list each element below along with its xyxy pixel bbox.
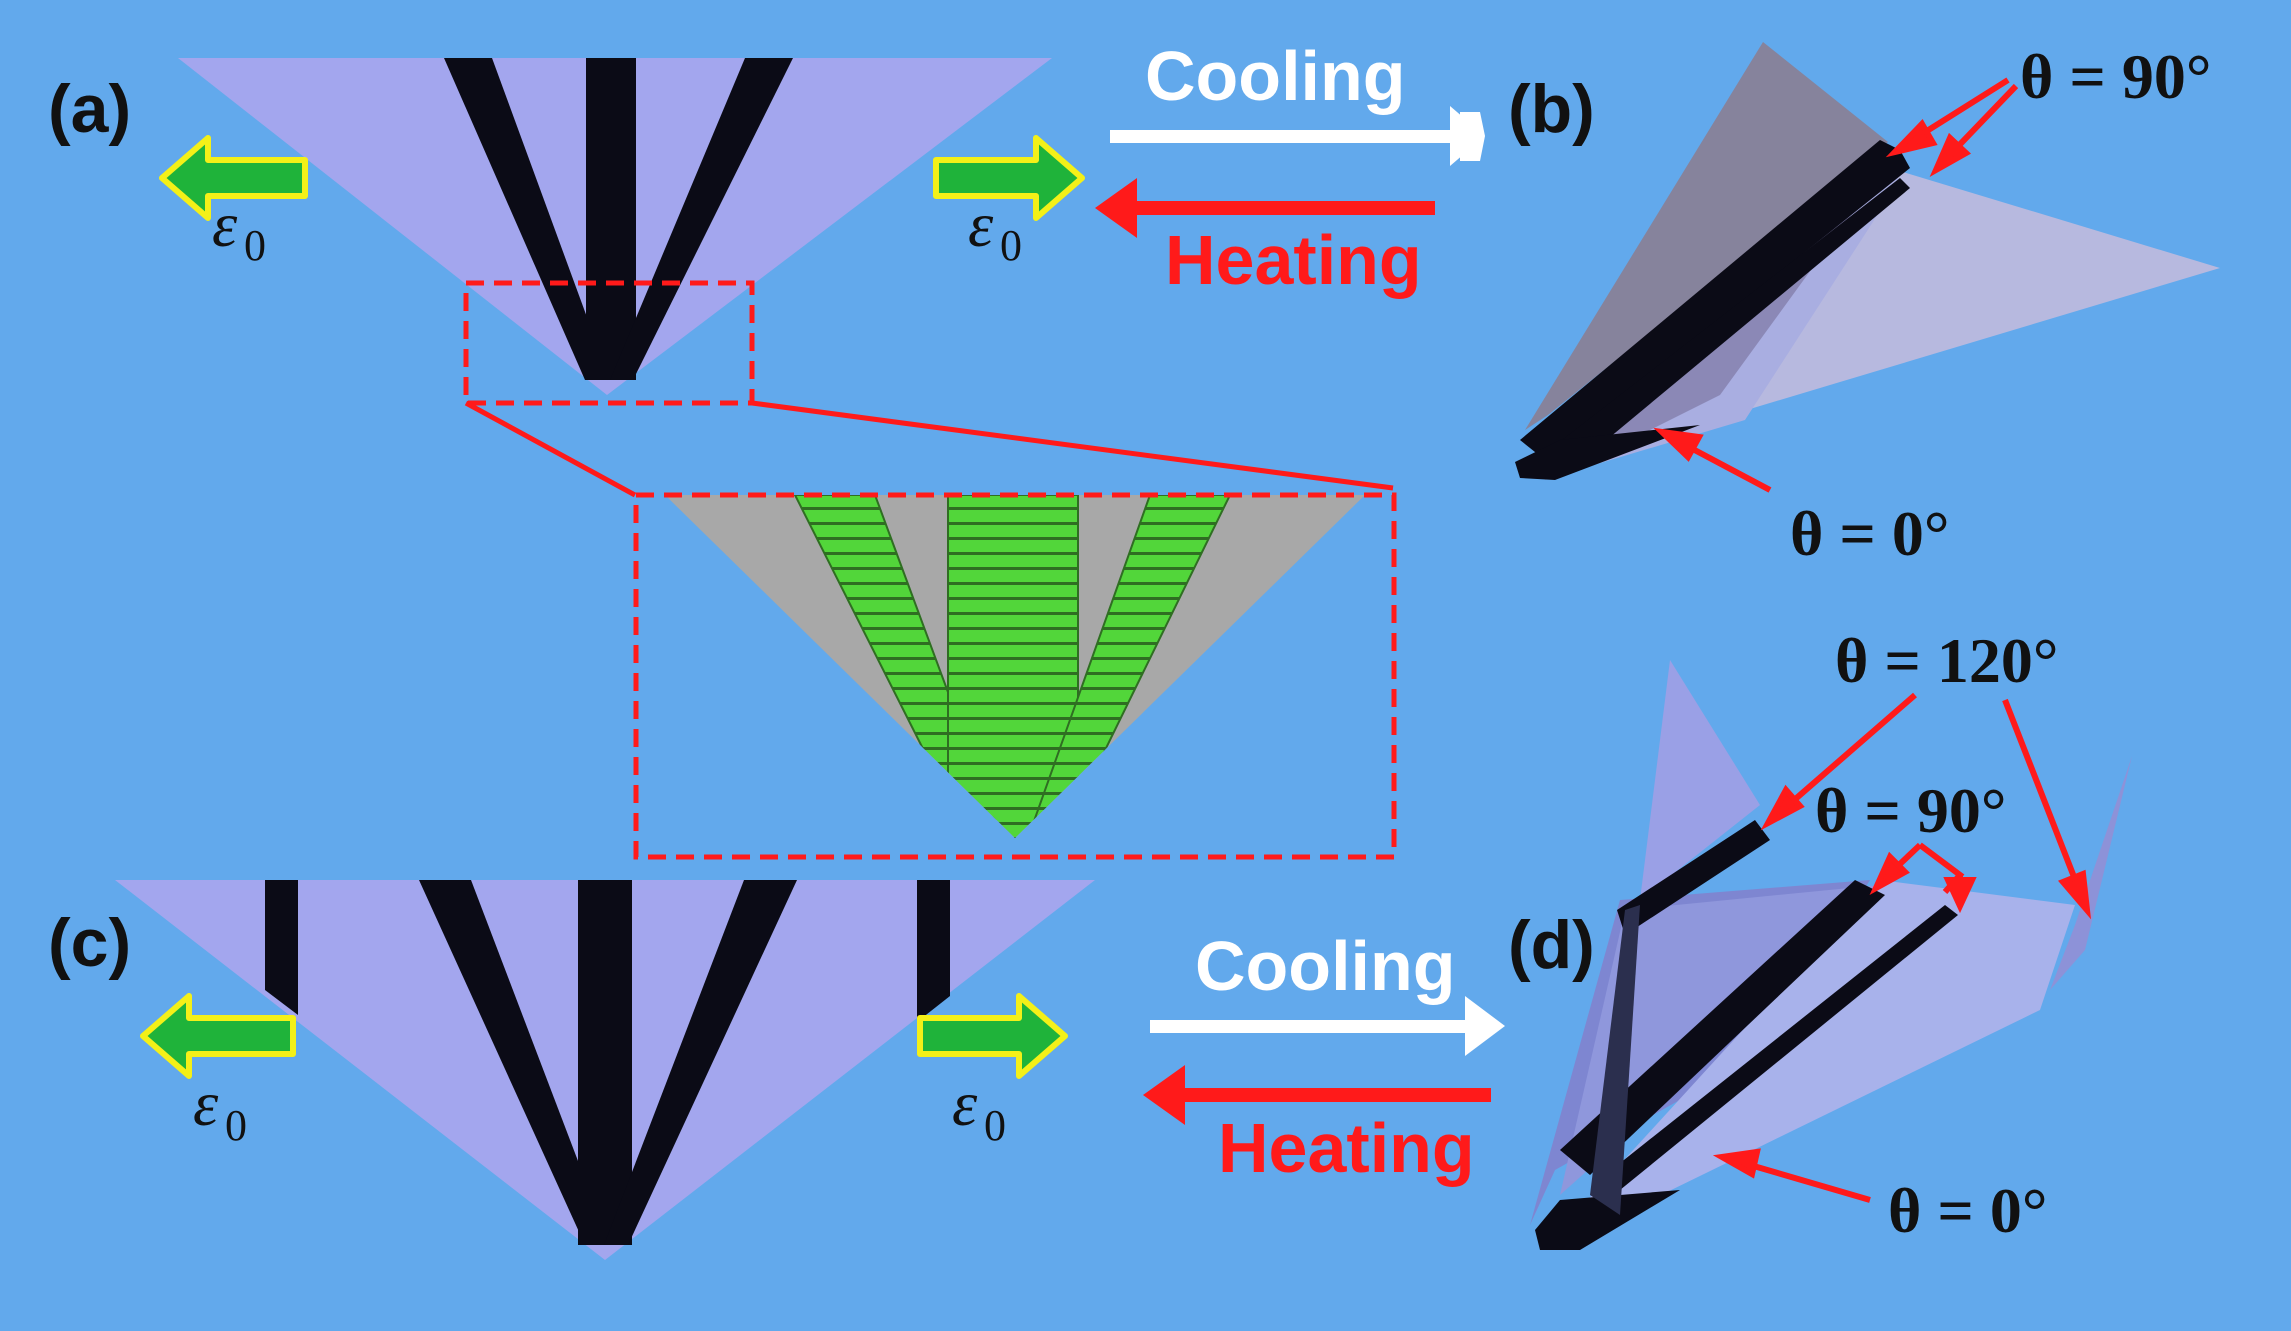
folded-plane-d [1530, 660, 2132, 1250]
angle-label-b-top: θ = 90° [2020, 41, 2211, 112]
heating-label-bottom: Heating [1218, 1109, 1475, 1187]
svg-text:ε: ε [952, 1068, 978, 1139]
strain-label-left-a: ε 0 [212, 189, 266, 270]
heating-arrow-bottom [1143, 1065, 1491, 1125]
angle-arrows-b-top [1885, 77, 2019, 178]
zoom-connector-right [751, 400, 1394, 491]
strain-arrow-left-c [140, 993, 296, 1079]
svg-text:0: 0 [984, 1101, 1006, 1150]
angle-arrow-d-bottom [1712, 1148, 1871, 1203]
strain-arrow-left-a [159, 135, 308, 221]
angle-label-b-bottom: θ = 0° [1790, 498, 1949, 569]
strain-label-left-c: ε 0 [193, 1068, 247, 1150]
svg-text:0: 0 [1000, 221, 1022, 270]
panel-label-d: (d) [1508, 907, 1595, 983]
angle-label-d-top: θ = 120° [1835, 625, 2058, 696]
zoom-region-box [463, 280, 755, 406]
cooling-arrow-bottom [1150, 996, 1505, 1056]
angle-arrows-d-middle [1869, 842, 1977, 914]
inset-schematic [665, 495, 1365, 838]
strain-arrow-right-a [933, 135, 1085, 221]
angle-arrows-d-top [1760, 692, 2092, 920]
cooling-arrow-top [1110, 106, 1485, 166]
folded-plane-b [1515, 42, 2220, 480]
angle-label-d-middle: θ = 90° [1815, 775, 2006, 846]
sheet-a [178, 58, 1052, 395]
inset-frame [633, 492, 1397, 860]
cooling-label-bottom: Cooling [1195, 927, 1455, 1005]
strain-arrow-right-c [917, 993, 1068, 1079]
sheet-c [115, 880, 1095, 1260]
svg-text:0: 0 [244, 221, 266, 270]
cooling-label-top: Cooling [1145, 37, 1405, 115]
strain-label-right-c: ε 0 [952, 1068, 1006, 1150]
panel-label-b: (b) [1508, 71, 1595, 147]
heating-label-top: Heating [1165, 221, 1422, 299]
svg-text:ε: ε [968, 189, 994, 260]
angle-label-d-bottom: θ = 0° [1888, 1175, 2047, 1246]
svg-text:0: 0 [225, 1101, 247, 1150]
zoom-connector-left [464, 400, 637, 498]
panel-label-a: (a) [48, 71, 131, 147]
svg-text:ε: ε [193, 1068, 219, 1139]
angle-arrow-b-bottom [1653, 427, 1772, 493]
strain-label-right-a: ε 0 [968, 189, 1022, 270]
panel-label-c: (c) [48, 905, 131, 981]
heating-arrow-top [1095, 178, 1435, 238]
svg-text:ε: ε [212, 189, 238, 260]
